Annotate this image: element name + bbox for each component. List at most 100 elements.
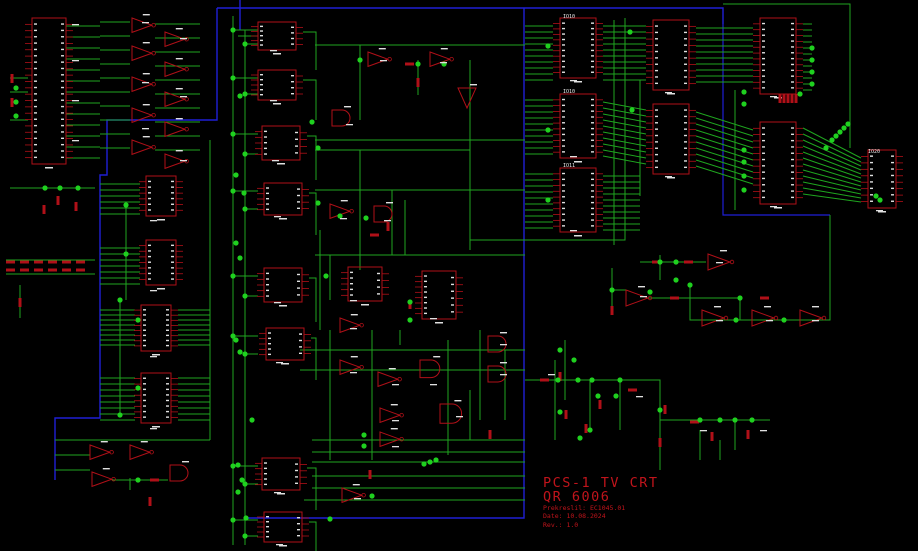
junction-dot	[833, 133, 839, 139]
pin-label-mark	[430, 318, 437, 320]
resistor	[794, 94, 798, 103]
refdes-ic-top: IO10	[563, 14, 576, 20]
resistor	[786, 94, 790, 103]
pin-label-mark	[440, 62, 447, 64]
junction-dot	[557, 409, 563, 415]
wire	[309, 192, 317, 235]
junction-dot	[337, 213, 343, 219]
junction-dot	[629, 107, 635, 113]
refdes-ic-lower: IO11	[563, 163, 576, 169]
junction-dot	[595, 393, 601, 399]
junction-dot	[242, 151, 248, 157]
junction-dot	[315, 145, 321, 151]
junction-dot	[587, 427, 593, 433]
logic-gate	[373, 202, 393, 223]
logic-gate	[131, 104, 156, 124]
pin-label-mark	[812, 320, 819, 322]
pin-label-mark	[72, 24, 79, 26]
junction-dot	[309, 119, 315, 125]
junction-dot	[242, 41, 248, 47]
junction-dot	[361, 443, 367, 449]
ic-chip	[861, 149, 903, 213]
pin-label-mark	[716, 262, 723, 264]
ic-chip	[257, 267, 309, 307]
ic-chip	[139, 175, 183, 221]
pin-label-mark	[500, 374, 507, 376]
wire	[469, 18, 626, 241]
bus-line	[722, 24, 830, 216]
pin-label-mark	[570, 156, 577, 158]
resistor	[6, 268, 15, 272]
junction-dot	[242, 351, 248, 357]
junction-dot	[433, 457, 439, 463]
pin-label-mark	[270, 50, 277, 52]
ic-chip	[255, 457, 307, 495]
logic-gate	[169, 461, 189, 482]
resistor	[564, 410, 568, 419]
junction-dot	[657, 407, 663, 413]
junction-dot	[841, 125, 847, 131]
resistor	[34, 268, 43, 272]
ic-chip	[646, 103, 696, 179]
project-code: QR 6006	[543, 489, 611, 505]
resistor	[62, 260, 71, 264]
logic-gate	[799, 306, 827, 327]
junction-dot	[230, 75, 236, 81]
junction-dot	[135, 477, 141, 483]
junction-dot	[75, 185, 81, 191]
pin-label-mark	[430, 384, 437, 386]
junction-dot	[233, 337, 239, 343]
logic-gate	[379, 404, 404, 424]
resistor	[370, 233, 379, 237]
wire	[802, 163, 862, 183]
resistor	[658, 438, 662, 447]
resistor	[746, 430, 750, 439]
wire	[723, 3, 851, 148]
junction-dot	[415, 61, 421, 67]
logic-gate	[457, 84, 477, 110]
ic-chip	[257, 511, 309, 547]
wire	[689, 285, 700, 321]
pin-label-mark	[276, 544, 283, 546]
junction-dot	[123, 251, 129, 257]
junction-dot	[741, 187, 747, 193]
junction-dot	[230, 273, 236, 279]
junction-dot	[363, 215, 369, 221]
resistor	[416, 78, 420, 87]
ic-chip	[255, 125, 307, 165]
junction-dot	[235, 489, 241, 495]
junction-dot	[673, 259, 679, 265]
junction-dot	[809, 45, 815, 51]
junction-dot	[230, 517, 236, 523]
junction-dot	[327, 516, 333, 522]
junction-dot	[407, 317, 413, 323]
refdes-ic-middle: IO10	[563, 89, 576, 95]
resistor	[74, 202, 78, 211]
junction-dot	[242, 91, 248, 97]
logic-gate	[341, 484, 366, 504]
junction-dot	[873, 193, 879, 199]
pin-label-mark	[142, 22, 149, 24]
pin-label-mark	[350, 300, 357, 302]
junction-dot	[545, 127, 551, 133]
logic-gate	[164, 88, 189, 108]
wire	[695, 153, 754, 173]
resistor	[56, 196, 60, 205]
junction-dot	[577, 435, 583, 441]
junction-dot	[741, 173, 747, 179]
pin-label-mark	[570, 80, 577, 82]
pin-label-mark	[636, 396, 643, 398]
junction-dot	[233, 240, 239, 246]
junction-dot	[741, 159, 747, 165]
resistor	[760, 296, 769, 300]
pin-label-mark	[72, 100, 79, 102]
resistor	[488, 430, 492, 439]
wire-net	[6, 3, 862, 551]
junction-dot	[809, 69, 815, 75]
resistor	[386, 222, 390, 231]
junction-dot	[135, 385, 141, 391]
junction-dot	[230, 333, 236, 339]
logic-gate	[164, 58, 189, 78]
junction-dot	[823, 145, 829, 151]
junction-dot	[571, 357, 577, 363]
